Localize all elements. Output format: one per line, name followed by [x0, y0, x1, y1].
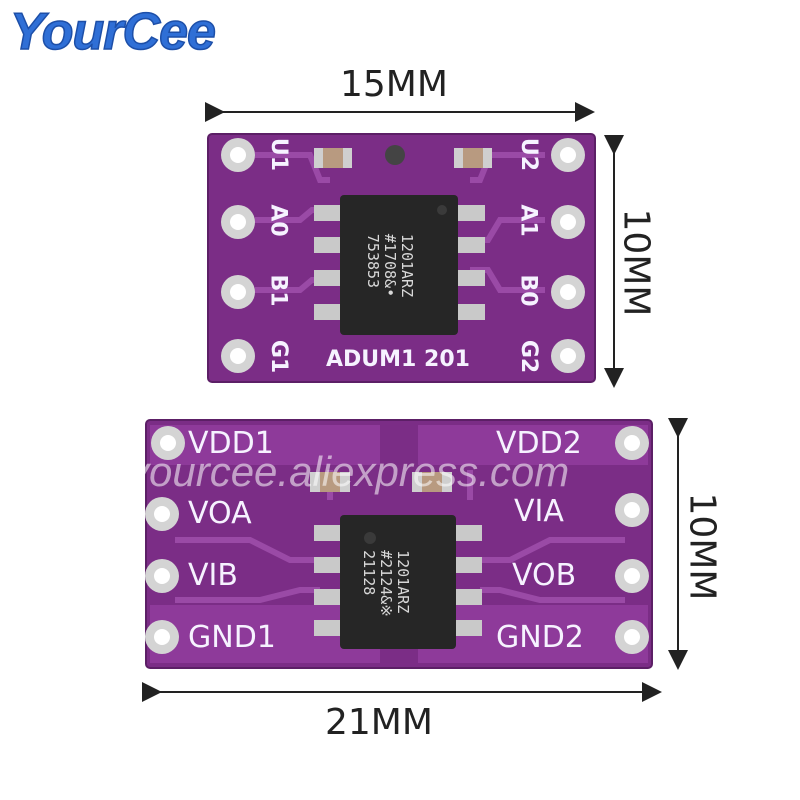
pin-label: GND2 — [496, 620, 584, 655]
bottom-height-label: 10MM — [681, 492, 723, 601]
pin-label: GND1 — [188, 620, 276, 655]
chip-body — [340, 515, 456, 649]
brand-logo: YourCee — [9, 2, 216, 62]
pin-label: G1 — [266, 339, 292, 374]
chip-pins — [314, 205, 485, 320]
pin-label: G2 — [516, 339, 542, 374]
pin-label: VOB — [512, 558, 577, 593]
header-pads — [145, 426, 649, 654]
bottom-board — [145, 419, 653, 669]
top-width-label: 15MM — [340, 64, 448, 105]
top-board — [207, 133, 596, 383]
chip-marking: 1201ARZ #1708&• 753853 — [364, 233, 417, 298]
capacitor — [454, 148, 492, 168]
pin-label: VDD2 — [496, 426, 582, 461]
pin-label: B0 — [515, 274, 541, 307]
board-name: ADUM1 201 — [326, 347, 470, 372]
pin-label: A0 — [265, 204, 291, 237]
pin-label: VIA — [514, 494, 564, 529]
pin-label: B1 — [265, 274, 291, 307]
watermark: yourcee.aliexpress.com — [128, 448, 570, 495]
pin-label: VIB — [188, 558, 238, 593]
chip-pins — [314, 525, 482, 636]
header-pads — [221, 138, 585, 373]
pin-label: U1 — [266, 137, 292, 172]
pin-label: A1 — [515, 204, 541, 237]
chip-body — [340, 195, 458, 335]
pin-label: VOA — [188, 496, 252, 531]
top-height-label: 10MM — [615, 208, 657, 317]
pin-label: U2 — [516, 137, 542, 172]
pin-label: VDD1 — [188, 426, 274, 461]
bottom-width-label: 21MM — [325, 702, 433, 743]
capacitor — [314, 148, 352, 168]
chip-marking: 1201ARZ #2124&※ 21128 — [359, 550, 412, 617]
